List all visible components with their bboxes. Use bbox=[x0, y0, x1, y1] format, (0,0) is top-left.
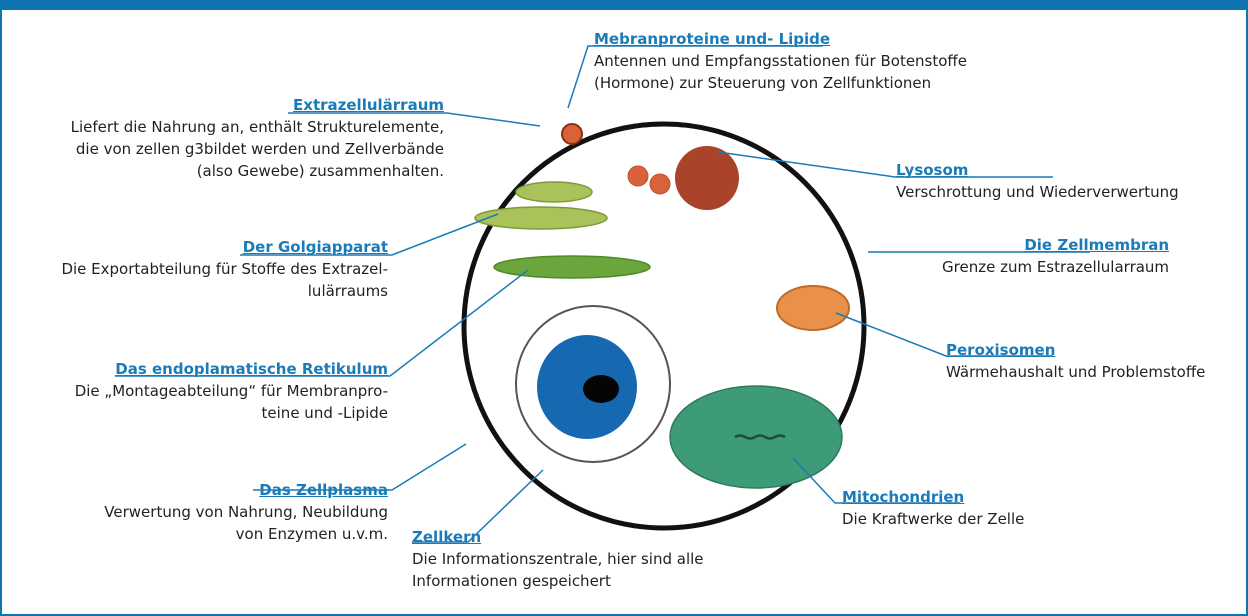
label-membranproteine: Mebranproteine und- Lipide Antennen und … bbox=[594, 28, 967, 94]
golgi-cisterna bbox=[516, 182, 592, 202]
endoplasmic-reticulum bbox=[494, 256, 650, 278]
label-description: Die Exportabteilung für Stoffe des Extra… bbox=[61, 258, 388, 302]
label-mitochondrien: Mitochondrien Die Kraftwerke der Zelle bbox=[842, 486, 1024, 530]
label-description: Liefert die Nahrung an, enthält Struktur… bbox=[71, 116, 444, 182]
label-golgiapparat: Der Golgiapparat Die Exportabteilung für… bbox=[61, 236, 388, 302]
peroxisome bbox=[777, 286, 849, 330]
label-peroxisomen: Peroxisomen Wärmehaushalt und Problemsto… bbox=[946, 339, 1205, 383]
small-lysosome bbox=[650, 174, 670, 194]
label-description: Antennen und Empfangsstationen für Boten… bbox=[594, 50, 967, 94]
label-zellplasma: Das Zellplasma Verwertung von Nahrung, N… bbox=[104, 479, 388, 545]
membrane-protein bbox=[562, 124, 582, 144]
label-title: Das Zellplasma bbox=[104, 479, 388, 501]
label-zellmembran: Die Zellmembran Grenze zum Estrazellular… bbox=[942, 234, 1169, 278]
label-description: Verschrottung und Wiederverwertung bbox=[896, 181, 1179, 203]
lysosome bbox=[675, 146, 739, 210]
label-zellkern: Zellkern Die Informationszentrale, hier … bbox=[412, 526, 704, 592]
label-description: Grenze zum Estrazellularraum bbox=[942, 256, 1169, 278]
label-description: Die Kraftwerke der Zelle bbox=[842, 508, 1024, 530]
label-title: Extrazellulärraum bbox=[71, 94, 444, 116]
label-lysosom: Lysosom Verschrottung und Wiederverwertu… bbox=[896, 159, 1179, 203]
label-title: Peroxisomen bbox=[946, 339, 1205, 361]
label-title: Mitochondrien bbox=[842, 486, 960, 508]
label-extrazellularraum: Extrazellulärraum Liefert die Nahrung an… bbox=[71, 94, 444, 182]
label-description: Die Informationszentrale, hier sind alle… bbox=[412, 548, 704, 592]
golgi-cisterna bbox=[475, 207, 607, 229]
label-title: Mebranproteine und- Lipide bbox=[594, 28, 967, 50]
label-title: Die Zellmembran bbox=[942, 234, 1169, 256]
label-description: Die „Montageabteilung“ für Membranpro- t… bbox=[75, 380, 388, 424]
nucleolus bbox=[583, 375, 619, 403]
label-title: Der Golgiapparat bbox=[61, 236, 388, 258]
label-title: Zellkern bbox=[412, 526, 704, 548]
label-description: Wärmehaushalt und Problemstoffe bbox=[946, 361, 1205, 383]
label-title: Lysosom bbox=[896, 159, 1179, 181]
label-retikulum: Das endoplamatische Retikulum Die „Monta… bbox=[75, 358, 388, 424]
small-lysosome bbox=[628, 166, 648, 186]
label-title: Das endoplamatische Retikulum bbox=[75, 358, 388, 380]
label-description: Verwertung von Nahrung, Neubildung von E… bbox=[104, 501, 388, 545]
